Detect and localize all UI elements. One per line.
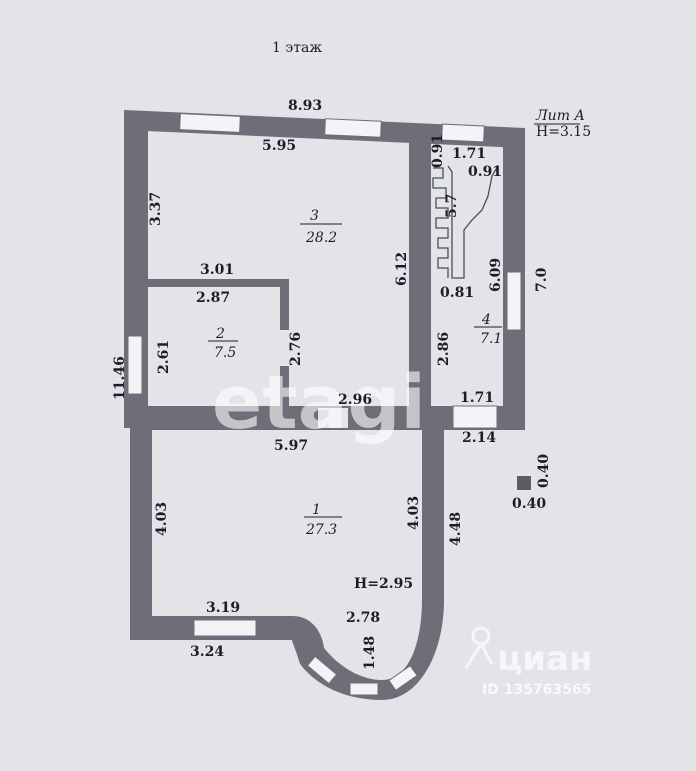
window-bottom	[193, 619, 257, 637]
dim-room4-left: 2.86	[436, 332, 452, 366]
dim-room1-right: 4.03	[406, 496, 422, 530]
room-3: 3 28.2	[300, 208, 342, 246]
room-area: 28.2	[305, 230, 337, 246]
windows	[127, 113, 522, 696]
room-1: 1 27.3	[304, 502, 342, 538]
dim-room4-bottom: 1.71	[460, 390, 494, 406]
dim-room4-right: 6.09	[488, 258, 504, 292]
dim-room1-bottom: 3.19	[206, 600, 240, 616]
dim-top-total: 8.93	[288, 98, 322, 114]
room-number: 4	[481, 312, 491, 328]
cian-id-watermark: ID 135763565	[482, 682, 591, 698]
lit-height: H=3.15	[536, 124, 591, 140]
dim-room3-width: 5.95	[262, 138, 296, 154]
dim-corridor: 2.96	[338, 392, 372, 408]
dim-column-w: 0.40	[512, 496, 546, 512]
door-corridor	[318, 408, 348, 428]
room-number: 2	[215, 326, 225, 342]
dim-stair-landing: 0.81	[440, 285, 474, 301]
room1-height: H=2.95	[354, 576, 413, 592]
dim-outer-bottom: 3.24	[190, 644, 224, 660]
window-left	[127, 335, 143, 395]
window-top-1	[179, 113, 241, 133]
dim-bay-depth: 1.48	[362, 636, 378, 670]
stair-steps	[432, 167, 449, 278]
dim-room2-left: 2.61	[156, 340, 172, 374]
dim-stair-b: 0.91	[468, 164, 502, 180]
window-bay-1	[306, 655, 338, 685]
window-bay-3	[388, 664, 418, 692]
window-bay-2	[349, 682, 379, 696]
floor-title: 1 этаж	[272, 40, 322, 56]
dim-stair-c: 5.7	[444, 194, 460, 218]
door-room2	[276, 330, 292, 366]
lit-label: Лит А	[535, 108, 585, 124]
dim-bay-width: 2.78	[346, 610, 380, 626]
room-2: 2 7.5	[208, 326, 238, 361]
vertical-dimension-labels: 3.37 6.12 0.91 5.7 6.09 7.0 2.61 2.76 2.…	[112, 134, 552, 670]
window-right	[506, 271, 522, 331]
cian-watermark: циан	[497, 639, 592, 679]
dim-below-room4: 2.14	[462, 430, 496, 446]
dim-room1-top: 5.97	[274, 438, 308, 454]
room-4: 4 7.1	[474, 312, 502, 347]
room-area: 27.3	[305, 522, 337, 538]
left-wall-lower	[130, 420, 152, 640]
dim-room3-right: 6.12	[394, 252, 410, 286]
room-area: 7.5	[214, 345, 236, 361]
dim-outer-left: 11.46	[112, 356, 128, 400]
dim-outer-right-lower: 4.48	[448, 512, 464, 546]
stair-rail	[447, 165, 499, 279]
stair-partition	[409, 140, 431, 430]
room-number: 1	[312, 502, 321, 518]
dim-room1-left: 4.03	[154, 502, 170, 536]
dim-room2-top-outer: 3.01	[200, 262, 234, 278]
dim-room2-right: 2.76	[288, 332, 304, 366]
column-square	[517, 476, 531, 490]
window-top-3	[441, 123, 485, 143]
doors	[276, 330, 498, 429]
cian-logo-icon	[464, 626, 494, 669]
room-number: 3	[310, 208, 319, 224]
room2-top-wall	[146, 279, 286, 287]
window-top-2	[324, 118, 382, 138]
dim-column-h: 0.40	[536, 454, 552, 488]
dim-stair-a: 0.91	[430, 134, 446, 168]
etagi-watermark: etagi	[212, 360, 426, 446]
room1-right-wall-upper	[422, 406, 444, 606]
dim-outer-right: 7.0	[534, 267, 550, 292]
dimension-labels: 8.93 5.95 1.71 0.91 3.01 2.87 0.81 2.96 …	[190, 98, 546, 660]
door-room4	[452, 405, 498, 429]
dim-stair-top: 1.71	[452, 146, 486, 162]
dim-room2-top-inner: 2.87	[196, 290, 230, 306]
staircase	[432, 165, 499, 279]
room-area: 7.1	[480, 331, 502, 347]
dim-room3-left: 3.37	[148, 192, 164, 226]
